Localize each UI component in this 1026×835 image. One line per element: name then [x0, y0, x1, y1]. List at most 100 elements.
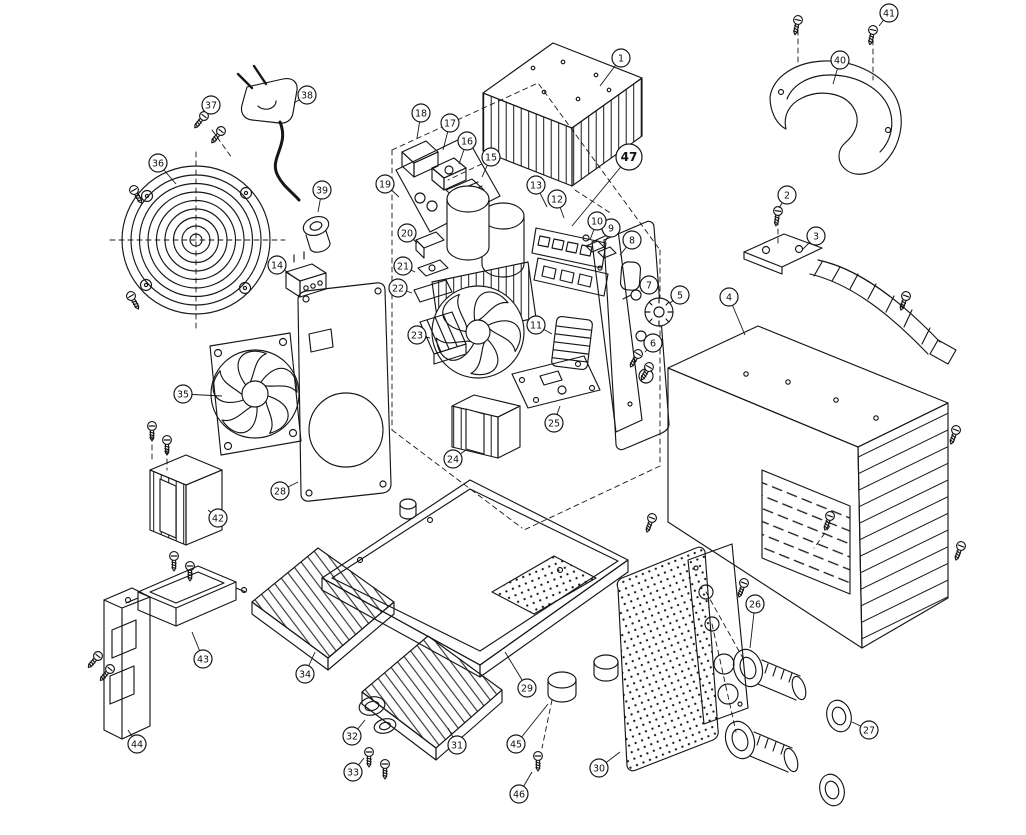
part-callout-23	[407, 325, 427, 345]
main-transformer	[149, 454, 223, 546]
cable-clamp	[358, 696, 397, 734]
part-number-46: 46	[513, 789, 525, 800]
part-callout-21	[393, 256, 413, 276]
part-callout-32	[342, 726, 362, 746]
part-callout-4	[719, 287, 739, 307]
fan-mount-plate	[297, 282, 392, 502]
part-number-26: 26	[749, 599, 761, 610]
front-panel	[616, 546, 719, 772]
flex-strap	[809, 259, 957, 365]
part-callout-41	[879, 3, 899, 23]
part-number-19: 19	[379, 179, 391, 190]
part-number-15: 15	[485, 152, 497, 163]
mounting-rail	[103, 587, 151, 740]
part-number-39: 39	[316, 185, 328, 196]
part-number-31: 31	[451, 740, 463, 751]
part-number-45: 45	[510, 739, 522, 750]
cooling-fan	[204, 332, 302, 456]
part-callout-15	[481, 147, 501, 167]
part-number-7: 7	[646, 280, 652, 291]
part-callout-46	[509, 784, 529, 804]
part-number-11: 11	[530, 320, 542, 331]
screw	[207, 124, 228, 147]
part-callout-3	[806, 226, 826, 246]
part-number-22: 22	[392, 283, 404, 294]
control-knob	[644, 297, 674, 327]
part-callout-40	[830, 50, 850, 70]
part-number-13: 13	[530, 180, 542, 191]
part-callout-18	[411, 103, 431, 123]
part-number-18: 18	[415, 108, 427, 119]
part-callout-36	[148, 153, 168, 173]
part-number-40: 40	[834, 55, 846, 66]
part-number-44: 44	[131, 739, 143, 750]
rubber-foot-1	[547, 671, 577, 703]
pcb-left-components	[413, 231, 453, 303]
screw	[169, 551, 179, 572]
part-callout-35	[173, 384, 193, 404]
part-callout-14	[267, 255, 287, 275]
part-number-12: 12	[551, 194, 563, 205]
screw	[364, 747, 374, 768]
screw	[770, 205, 784, 228]
part-number-3: 3	[813, 231, 819, 242]
part-number-37: 37	[205, 100, 217, 111]
part-number-29: 29	[521, 683, 533, 694]
part-number-34: 34	[299, 669, 311, 680]
screw	[642, 511, 659, 535]
part-number-30: 30	[593, 763, 605, 774]
part-callout-6	[643, 333, 663, 353]
part-callout-17	[440, 113, 460, 133]
part-callout-47	[615, 143, 643, 171]
part-callout-28	[270, 481, 290, 501]
part-number-14: 14	[271, 260, 283, 271]
part-number-35: 35	[177, 389, 189, 400]
part-number-10: 10	[591, 216, 603, 227]
rear-panel	[603, 220, 670, 451]
part-number-2: 2	[784, 190, 790, 201]
power-cord	[273, 120, 301, 202]
screw	[946, 423, 963, 447]
rubber-foot-2	[593, 654, 619, 682]
screw	[124, 289, 143, 312]
connector-nut-2	[819, 773, 845, 807]
part-number-38: 38	[301, 90, 313, 101]
screw	[96, 662, 117, 684]
part-number-24: 24	[447, 454, 459, 465]
handle-bracket	[743, 233, 823, 275]
base-plate	[321, 479, 629, 678]
part-callout-30	[589, 758, 609, 778]
screw	[162, 435, 172, 456]
part-callout-43	[193, 649, 213, 669]
part-callout-1	[611, 48, 631, 68]
part-callout-22	[388, 278, 408, 298]
screw	[865, 24, 879, 47]
heatsink-secondary	[251, 547, 395, 671]
pcb-fan-heatsink	[431, 261, 537, 382]
main-heatsink	[482, 42, 643, 187]
screw	[951, 539, 968, 563]
part-number-16: 16	[461, 136, 473, 147]
part-number-9: 9	[608, 223, 614, 234]
part-number-6: 6	[650, 338, 656, 349]
screw	[533, 751, 543, 772]
carry-handle	[769, 60, 902, 175]
power-plug	[236, 64, 301, 202]
rectifier-modules	[531, 227, 609, 297]
part-callout-11	[526, 315, 546, 335]
part-number-20: 20	[401, 228, 413, 239]
leader-line-47	[571, 156, 630, 227]
connector-nut-1	[826, 699, 852, 733]
part-number-43: 43	[197, 654, 209, 665]
part-callouts: 1234567891011121314151617181920212223242…	[127, 3, 899, 804]
screw	[380, 759, 390, 780]
part-number-27: 27	[863, 725, 875, 736]
output-inductor	[551, 315, 593, 371]
part-number-4: 4	[726, 292, 732, 303]
part-number-36: 36	[152, 158, 164, 169]
outer-cover	[667, 325, 949, 649]
part-callout-39	[312, 180, 332, 200]
part-number-8: 8	[629, 235, 635, 246]
transformer-bracket	[124, 565, 248, 627]
